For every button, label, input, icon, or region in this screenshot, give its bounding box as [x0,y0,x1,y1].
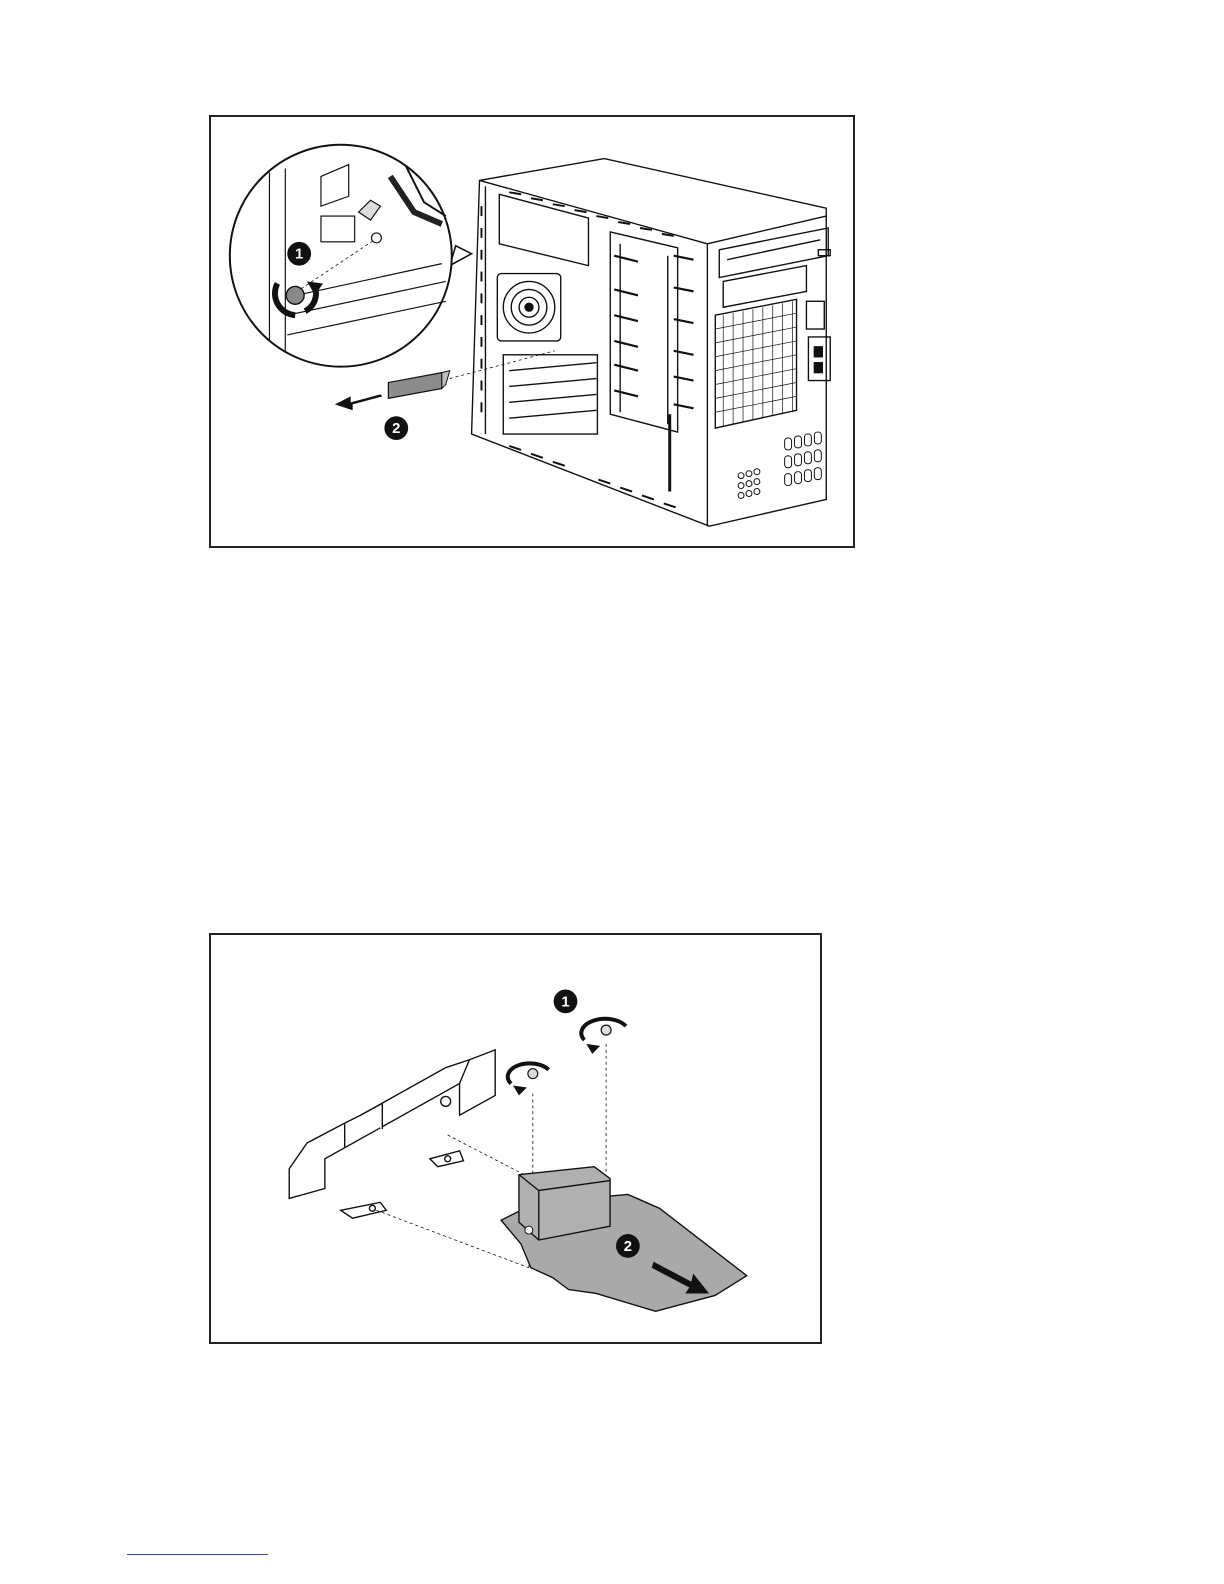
footer-rule [127,1554,268,1555]
callout-2-label: 2 [624,1239,632,1255]
screw-rotate-icon [581,1019,626,1054]
callout-1-label: 1 [295,247,303,263]
callout-2-label: 2 [392,421,400,437]
callout-1: 1 [554,989,578,1013]
bracket-board-illustration: 1 2 [211,935,820,1342]
slot-cover [388,371,449,399]
figure-bracket-removal: 1 2 [209,933,822,1344]
callout-2: 2 [616,1234,640,1258]
server-tower-illustration: 1 2 [211,117,853,546]
callout-1-label: 1 [561,994,569,1010]
pull-arrow-icon [335,394,383,410]
figure-slot-cover-removal: 1 2 [209,115,855,548]
magnified-detail [230,145,472,367]
callout-2: 2 [384,416,408,440]
screw-rotate-icon [508,1063,549,1095]
callout-1: 1 [287,242,311,266]
